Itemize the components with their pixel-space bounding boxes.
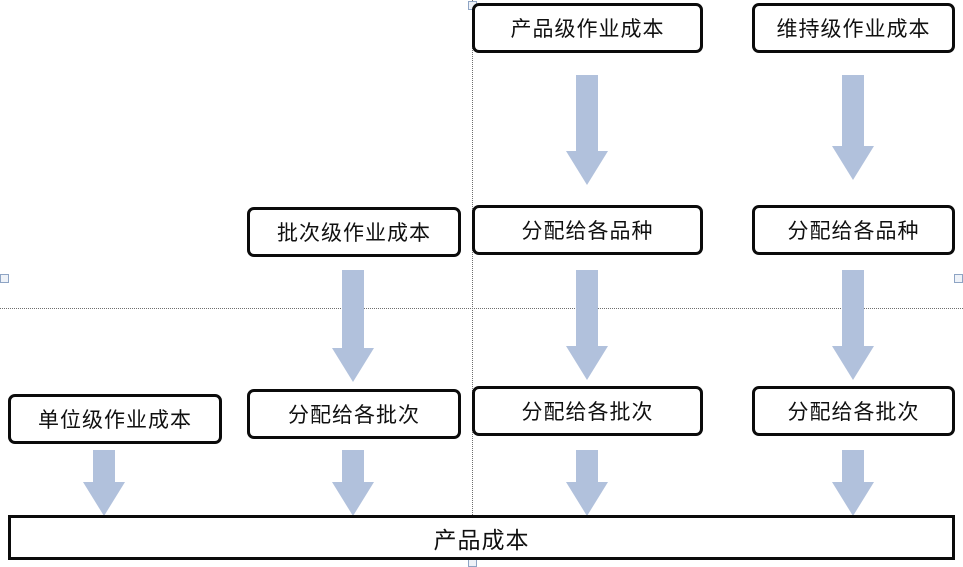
node-label: 维持级作业成本 — [776, 17, 931, 41]
arrow-allocate-batches-right-to-product-cost — [832, 450, 874, 516]
node-label: 产品级作业成本 — [510, 17, 665, 41]
node-label: 批次级作业成本 — [277, 221, 431, 245]
node-label: 单位级作业成本 — [38, 408, 192, 432]
arrow-allocate-products-mid-to-batches — [566, 270, 608, 380]
node-allocate-to-batches-right[interactable]: 分配给各批次 — [752, 386, 955, 436]
arrow-product-level-to-allocate-products — [566, 75, 608, 185]
node-label: 分配给各批次 — [288, 403, 420, 427]
node-label: 分配给各批次 — [787, 400, 920, 424]
node-product-cost[interactable]: 产品成本 — [8, 515, 955, 560]
node-allocate-to-batches-mid[interactable]: 分配给各批次 — [472, 386, 703, 436]
arrow-allocate-batches-mid-to-product-cost — [566, 450, 608, 516]
node-allocate-to-batches-left[interactable]: 分配给各批次 — [247, 389, 461, 439]
guide-handle-right[interactable] — [954, 274, 963, 283]
page-guide-vertical — [472, 0, 473, 567]
arrow-sustaining-level-to-allocate-products — [832, 75, 874, 180]
node-allocate-to-products-right[interactable]: 分配给各品种 — [752, 205, 955, 255]
node-label: 分配给各批次 — [521, 400, 654, 424]
node-product-level-activity-cost[interactable]: 产品级作业成本 — [472, 3, 703, 53]
node-allocate-to-products-mid[interactable]: 分配给各品种 — [472, 205, 703, 255]
node-sustaining-level-activity-cost[interactable]: 维持级作业成本 — [752, 3, 955, 53]
arrow-allocate-products-right-to-batches — [832, 270, 874, 380]
page-guide-horizontal — [0, 308, 963, 309]
node-label: 分配给各品种 — [521, 219, 654, 243]
guide-handle-left[interactable] — [0, 274, 9, 283]
node-batch-level-activity-cost[interactable]: 批次级作业成本 — [247, 207, 461, 257]
arrow-allocate-batches-left-to-product-cost — [332, 450, 374, 516]
node-label: 产品成本 — [433, 527, 530, 553]
node-unit-level-activity-cost[interactable]: 单位级作业成本 — [8, 394, 222, 444]
node-label: 分配给各品种 — [787, 219, 920, 243]
arrow-batch-level-to-allocate-batches — [332, 270, 374, 382]
arrow-unit-level-to-product-cost — [83, 450, 125, 516]
